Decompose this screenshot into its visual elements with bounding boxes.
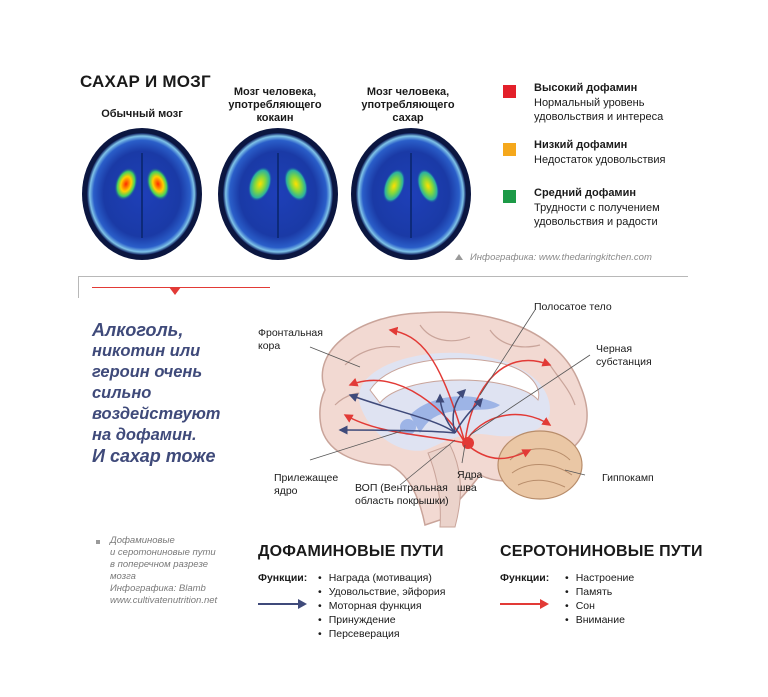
label-frontal-cortex: Фронтальная кора — [258, 327, 323, 352]
list-item: Персеверация — [318, 627, 445, 641]
brain-scans — [82, 128, 471, 260]
scan-sugar — [351, 128, 471, 260]
quote-line: И сахар тоже — [92, 446, 216, 466]
scan-cocaine — [218, 128, 338, 260]
legend-swatch-low — [503, 143, 516, 156]
list-item: Настроение — [565, 571, 635, 585]
list-item: Моторная функция — [318, 599, 445, 613]
red-triangle-icon — [169, 287, 181, 295]
serotonin-functions-label: Функции: — [500, 572, 550, 584]
legend-text-mid: Трудности с получением удовольствия и ра… — [534, 202, 660, 228]
scan-label-normal: Обычный мозг — [101, 108, 183, 120]
label-nucleus-accumbens: Прилежащее ядро — [274, 472, 339, 497]
note-line: и серотониновые пути — [110, 547, 216, 558]
scan-label-cocaine: Мозг человека, употребляющего кокаин — [228, 86, 322, 124]
list-item: Удовольствие, эйфория — [318, 585, 446, 599]
scan-label-sugar: Мозг человека, употребляющего сахар — [361, 86, 455, 124]
note-bullet — [96, 540, 100, 544]
serotonin-arrow-icon — [500, 599, 549, 609]
legend-heading-low: Низкий дофамин — [534, 139, 628, 151]
label-substantia-nigra: Черная субстанция — [596, 343, 652, 368]
serotonin-title: СЕРОТОНИНОВЫЕ ПУТИ — [500, 543, 703, 560]
section-divider — [78, 276, 688, 277]
label-hippocampus: Гиппокамп — [602, 472, 654, 484]
legend-heading-high: Высокий дофамин — [534, 82, 638, 94]
label-vta: ВОП (Вентральная область покрышки) — [355, 482, 449, 507]
divider-tick — [78, 276, 79, 298]
list-item: Награда (мотивация) — [318, 571, 445, 585]
note-line: Инфографика: Blamb — [110, 583, 206, 594]
top-credit: Инфографика: www.thedaringkitchen.com — [470, 252, 652, 263]
quote-line: героин очень — [92, 363, 203, 381]
legend-swatch-mid — [503, 190, 516, 203]
note-line: www.cultivatenutrition.net — [110, 595, 218, 606]
label-raphe-nuclei: Ядра шва — [457, 469, 483, 494]
pull-quote: Алкоголь, никотин или героин очень сильн… — [92, 320, 242, 467]
credit-triangle-icon — [455, 254, 463, 260]
serotonin-function-list: Настроение Память Сон Внимание — [565, 571, 635, 627]
note-line: мозга — [110, 571, 136, 582]
quote-line: на дофамин. — [92, 426, 197, 444]
note-line: в поперечном разрезе — [110, 559, 209, 570]
dopamine-paths — [338, 388, 483, 435]
quote-line: сильно — [92, 384, 152, 402]
cerebellum — [497, 430, 583, 500]
page-title: САХАР И МОЗГ — [80, 72, 211, 91]
dopamine-title: ДОФАМИНОВЫЕ ПУТИ — [258, 543, 444, 560]
red-rule — [92, 287, 270, 288]
list-item: Память — [565, 585, 634, 599]
dopamine-function-list: Награда (мотивация) Удовольствие, эйфори… — [318, 571, 446, 641]
dopamine-functions-label: Функции: — [258, 572, 308, 584]
brain-diagram — [309, 309, 591, 528]
scan-normal — [82, 128, 202, 260]
legend-swatch-high — [503, 85, 516, 98]
legend-text-high: Нормальный уровень удовольствия и интере… — [534, 97, 664, 123]
list-item: Внимание — [565, 613, 634, 627]
list-item: Принуждение — [318, 613, 445, 627]
quote-line: Алкоголь, — [92, 320, 184, 340]
legend-text-low: Недостаток удовольствия — [534, 154, 666, 166]
label-striatum: Полосатое тело — [534, 301, 612, 313]
list-item: Сон — [565, 599, 634, 613]
side-note: Дофаминовые и серотониновые пути в попер… — [110, 535, 250, 607]
dopamine-arrow-icon — [258, 599, 307, 609]
quote-line: воздействуют — [92, 405, 221, 423]
raphe-nuclei-dot — [462, 437, 474, 449]
note-line: Дофаминовые — [110, 535, 175, 546]
quote-line: никотин или — [92, 342, 201, 360]
legend-heading-mid: Средний дофамин — [534, 187, 636, 199]
